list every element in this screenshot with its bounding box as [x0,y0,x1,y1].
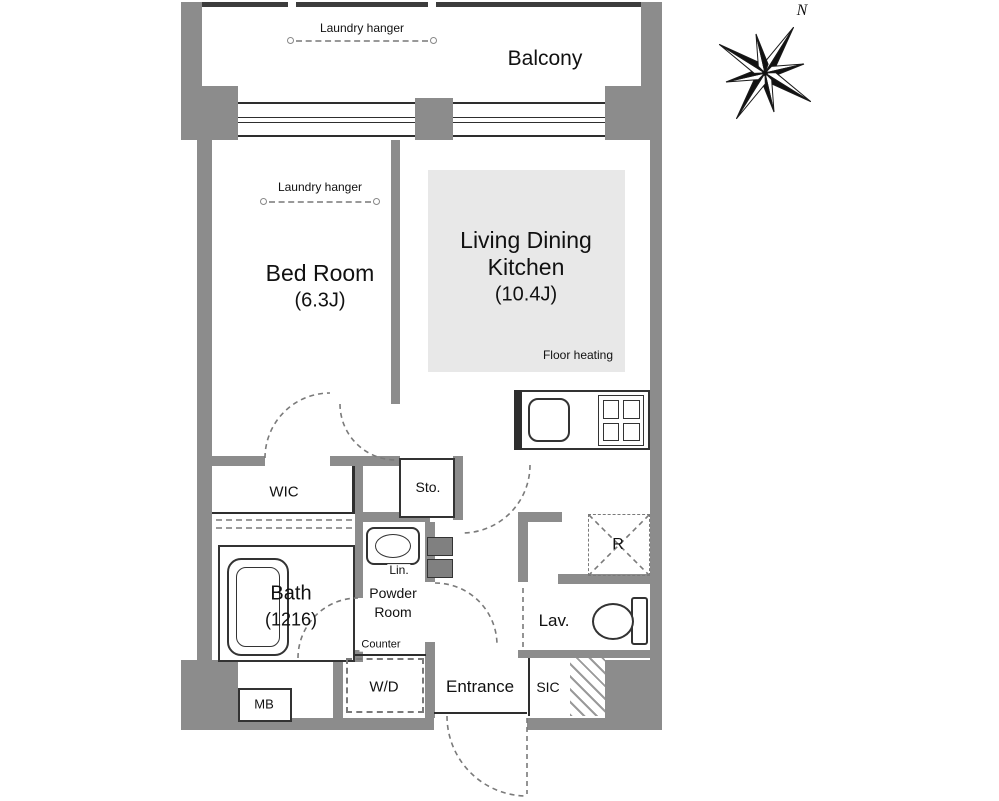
balcony-rail [181,2,662,7]
bedroom-laundry-hanger-label: Laundry hanger [277,180,363,195]
washer-left-wall [333,652,343,718]
bedroom-label: Bed Room [265,259,375,286]
pillar-top-right [605,86,662,140]
right-wall [650,140,662,660]
storage-box [399,458,455,518]
counter-label: Counter [359,638,403,652]
sic-label: SIC [536,678,560,695]
wic-hanger-rail [216,519,352,521]
pillar-bottom-left [181,660,238,730]
floor-heating-label: Floor heating [542,348,614,363]
wic-label: WIC [269,483,299,501]
stove-burner-icon [603,423,619,441]
rail-end-icon [260,198,267,205]
entrance-step-line [434,712,527,714]
bottom-wall-right [527,718,605,730]
rail-end-icon [430,37,437,44]
bedroom-size-label: (6.3J) [294,289,346,312]
wic-door-arc [264,392,331,459]
bedroom-south-wall-b [330,456,400,466]
powder-sink-basin-icon [375,534,411,558]
rail-dash-line [296,39,428,42]
kitchen-sink-icon [528,398,570,442]
bathtub-inner-icon [236,567,280,647]
compass-point [718,43,767,75]
compass-point [755,33,769,75]
sic-shelf-stripes [570,658,605,716]
kitchen-counter-end-panel [514,390,522,450]
pillar-bottom-right [605,660,662,730]
hall-nook-wall-vertical [518,512,528,582]
compass-point-north [763,26,795,75]
powder-top-wall [355,512,430,522]
balcony-right-wall [641,2,662,98]
pillar-top-left [181,86,238,140]
bath-label: Bath [270,582,312,605]
lavatory-top-wall [558,574,652,584]
window-mid-pier [415,98,453,140]
washer-dryer-label: W/D [369,678,399,696]
bedroom-ldk-divider-wall [391,140,400,404]
powder-room-door-arc [434,582,498,646]
entrance-label: Entrance [445,677,515,697]
meter-box [238,688,292,722]
wic-hanger-rail [216,527,352,529]
linen-shelf-icon [427,537,453,556]
stove-burner-icon [623,400,640,419]
linen-label: Lin. [387,563,411,578]
linen-shelf-icon [427,559,453,578]
compass-point [763,71,812,103]
meter-box-label: MB [254,696,274,712]
powder-room-label-line1: Powder [369,584,417,601]
washer-dryer-box [346,658,424,713]
bath-door-arc [297,597,359,659]
balcony-label: Balcony [507,46,583,70]
balcony-laundry-rail [287,37,437,44]
balcony-laundry-hanger-label: Laundry hanger [319,21,405,36]
wic-right-line [352,466,355,514]
powder-room-label-line2: Room [374,603,412,620]
balcony-left-wall [181,2,202,98]
compass-point [735,71,767,120]
rail-end-icon [373,198,380,205]
compass-center-dot [762,70,768,76]
left-wall [197,140,212,660]
rail-dash-line [269,200,371,203]
lavatory-label: Lav. [538,611,570,631]
storage-right-wall [453,456,463,520]
rail-gap [288,1,296,9]
bedroom-laundry-rail [260,198,380,205]
ldk-label-line2: Kitchen [487,253,565,280]
toilet-bowl-icon [592,603,634,640]
compass-rose [718,26,812,120]
ldk-size-label: (10.4J) [494,283,558,306]
refrigerator-space-box [588,514,650,576]
stove-burner-icon [603,400,619,419]
storage-label: Sto. [415,478,441,495]
rail-gap [428,1,436,9]
wic-bottom-line [212,512,355,514]
bedroom-door-arc [339,403,397,461]
bath-right-wall-stub [355,650,363,662]
powder-sink-icon [366,527,420,565]
stove-burner-icon [623,423,640,441]
lavatory-bottom-wall [518,650,652,658]
bath-size-label: (1216) [264,609,318,630]
hall-nook-wall-stub [518,512,562,522]
floor-heating-area [428,170,625,372]
ldk-door-arc [461,464,531,534]
powder-right-wall-lower [425,642,435,718]
counter-line [338,654,426,656]
rail-end-icon [287,37,294,44]
compass-north-label: N [796,1,808,19]
sic-divider-line [528,658,530,716]
ldk-label-line1: Living Dining [460,226,592,253]
entrance-door-arc [446,715,528,797]
refrigerator-label: R [612,535,624,553]
bedroom-south-wall-a [212,456,265,466]
bath-right-wall [355,466,363,598]
